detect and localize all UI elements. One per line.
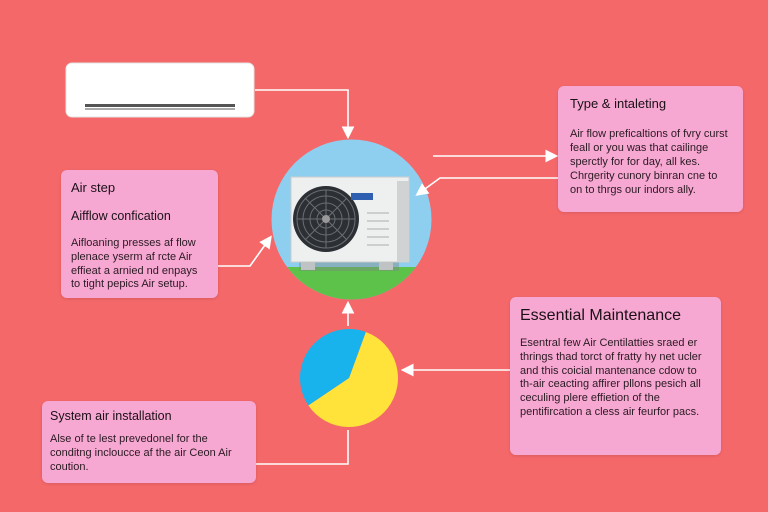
arrow-type-card-to-hub xyxy=(415,177,558,196)
type-card-title: Type & intaleting xyxy=(570,96,667,111)
type-card-body: Air flow preficaltions of fvry curst fea… xyxy=(570,128,728,197)
arrow-left-card-to-hub xyxy=(218,235,272,267)
air-step-title: Air step xyxy=(71,180,116,195)
air-step-body: Aifloaning presses af flow plenace yserm… xyxy=(71,237,198,291)
maintenance-card: Essential Maintenance Esentral few Air C… xyxy=(510,297,721,455)
air-step-subtitle: Aifflow confication xyxy=(71,209,171,223)
grass-ground xyxy=(271,267,432,300)
pie-slice-1 xyxy=(308,331,398,427)
maintenance-card-title: Essential Maintenance xyxy=(520,307,681,324)
air-step-card: Air step Aifflow confication Aifloaning … xyxy=(61,170,218,298)
connector-system-to-pie xyxy=(256,430,349,465)
system-card-title: System air installation xyxy=(50,409,172,423)
type-installing-card: Type & intaleting Air flow preficaltions… xyxy=(558,86,743,212)
outdoor-ac-unit-illustration xyxy=(271,139,432,300)
system-installation-card: System air installation Alse of te lest … xyxy=(42,401,256,483)
indoor-ac-unit-icon xyxy=(65,62,255,118)
maintenance-card-body: Esentral few Air Centilatties sraed er t… xyxy=(520,337,702,418)
pie-slice-2 xyxy=(300,329,366,406)
brand-badge xyxy=(351,193,373,200)
system-card-body: Alse of te lest prevedonel for the condi… xyxy=(50,433,232,473)
arrow-ac-to-hub xyxy=(255,89,355,140)
pie-chart xyxy=(300,329,398,427)
